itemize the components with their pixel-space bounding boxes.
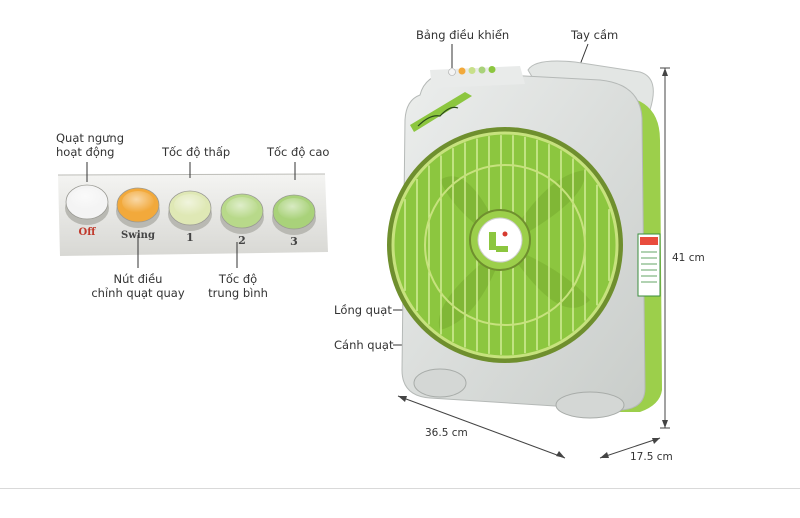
label-medium-line2: trung bình [208, 286, 268, 300]
button-4-highlight [278, 198, 310, 220]
button-3-label: 2 [238, 234, 246, 247]
label-swing-line1: Nút điều [113, 272, 163, 286]
button-4-label: 3 [290, 235, 298, 248]
label-off-line1: Quạt ngưng [56, 131, 125, 145]
button-2-highlight [174, 194, 206, 216]
label-cage: Lồng quạt [334, 303, 392, 317]
label-depth: 17.5 cm [630, 451, 673, 463]
label-swing-line2: chỉnh quạt quay [91, 286, 185, 300]
button-0-label: Off [79, 227, 97, 238]
dimension-arrowheads [398, 68, 668, 458]
label-blade: Cánh quạt [334, 338, 394, 352]
label-width: 36.5 cm [425, 427, 468, 439]
button-2-label: 1 [186, 231, 194, 244]
label-low-speed: Tốc độ thấp [162, 145, 231, 159]
dimension-lines [397, 67, 670, 459]
label-height: 41 cm [672, 252, 705, 264]
label-high-speed: Tốc độ cao [267, 145, 330, 159]
label-handle: Tay cầm [571, 28, 619, 42]
bottom-divider [0, 488, 800, 489]
box-fan [387, 60, 662, 419]
label-control-panel: Bảng điều khiển [416, 28, 510, 42]
button-3-highlight [226, 197, 258, 219]
button-1-highlight [122, 191, 154, 213]
label-medium-line1: Tốc độ [218, 272, 258, 286]
label-off-line2: hoạt động [56, 145, 115, 159]
button-0-highlight [71, 188, 103, 210]
